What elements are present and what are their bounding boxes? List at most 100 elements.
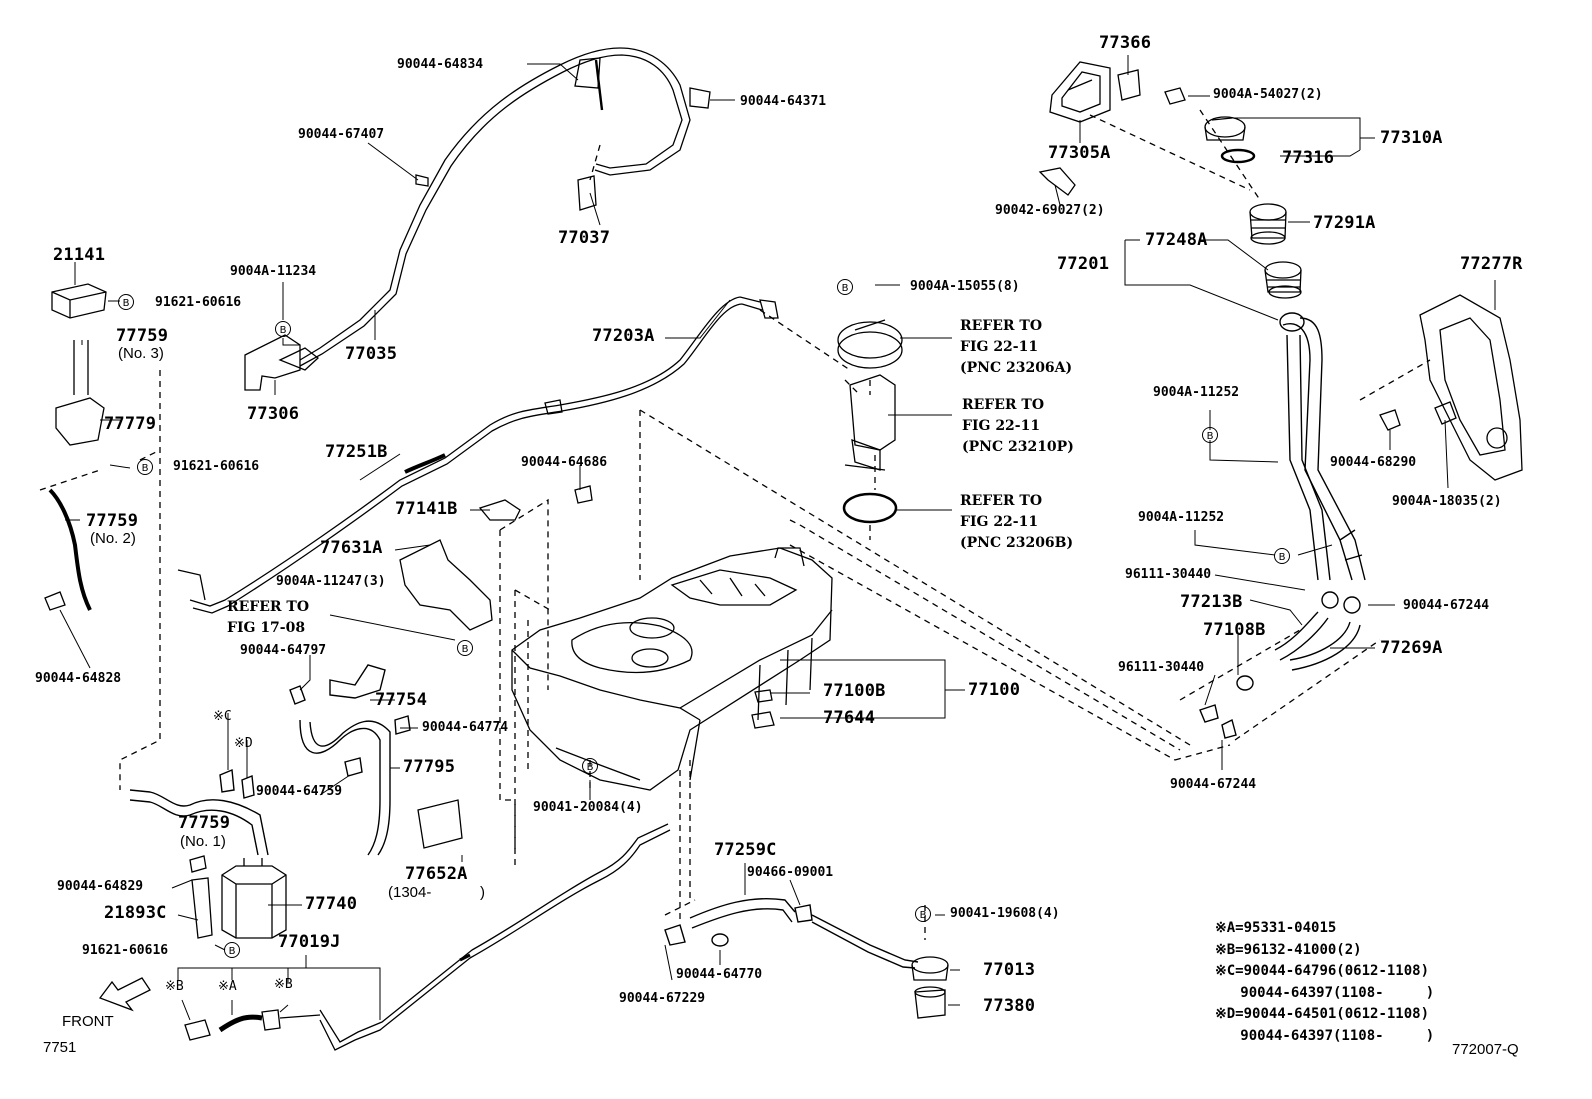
fuel-line-77019j bbox=[184, 823, 671, 1051]
part-label: 90044-64828 bbox=[35, 671, 122, 686]
fuel-line-77251b-77203a bbox=[177, 296, 779, 614]
part-label: 90466-09001 bbox=[747, 865, 834, 880]
part-label: 77652A bbox=[405, 864, 468, 884]
part-label: 77305A bbox=[1048, 143, 1111, 163]
circle-b: B bbox=[587, 762, 594, 773]
mark-b: ※B bbox=[165, 979, 184, 994]
fuel-lid-77305a bbox=[1038, 61, 1186, 196]
fuel-tank-77100 bbox=[511, 547, 833, 791]
fuel-line-77035 bbox=[299, 47, 711, 367]
part-label: 77100B bbox=[823, 681, 886, 701]
part-label: 77759 bbox=[178, 813, 231, 833]
part-label: 9004A-11234 bbox=[230, 264, 317, 279]
part-label: 77631A bbox=[320, 538, 383, 558]
mark-a: ※A bbox=[218, 979, 237, 994]
part-label: 90044-64834 bbox=[397, 57, 484, 72]
circle-b: B bbox=[280, 325, 287, 336]
part-label: (No. 2) bbox=[90, 530, 136, 547]
part-label: 21141 bbox=[53, 245, 106, 265]
circle-b: B bbox=[123, 298, 130, 309]
refer-note: REFER TO FIG 22-11 (PNC 23206A) bbox=[960, 318, 1073, 376]
front-arrow bbox=[98, 977, 151, 1012]
part-label: 77316 bbox=[1282, 148, 1335, 168]
refer-note: REFER TO FIG 17-08 bbox=[227, 599, 310, 636]
projection-lines bbox=[39, 109, 1431, 940]
circle-b: B bbox=[229, 946, 236, 957]
vent-valve-21141 bbox=[44, 283, 107, 611]
part-label: (No. 3) bbox=[118, 345, 164, 362]
part-label: 90044-64770 bbox=[676, 967, 763, 982]
protector-77277r bbox=[1379, 294, 1523, 481]
part-label: 91621-60616 bbox=[173, 459, 260, 474]
part-label: 77201 bbox=[1057, 254, 1110, 274]
part-label: 77019J bbox=[278, 932, 341, 952]
part-label: 77759 bbox=[86, 511, 139, 531]
diagram-id: 772007-Q bbox=[1452, 1041, 1519, 1058]
part-label: 90044-67407 bbox=[298, 127, 385, 142]
part-label: 90044-68290 bbox=[1330, 455, 1417, 470]
part-label: 90041-19608(4) bbox=[950, 906, 1060, 921]
part-label: 77754 bbox=[375, 690, 428, 710]
part-label: (1304- bbox=[388, 884, 432, 901]
hose-77259c bbox=[664, 898, 919, 969]
cover-77652a bbox=[417, 799, 463, 849]
part-label: ) bbox=[480, 884, 485, 901]
mark-b: ※B bbox=[274, 977, 293, 992]
part-label: 77306 bbox=[247, 404, 300, 424]
mark-c: ※C bbox=[213, 709, 232, 724]
part-label: 77380 bbox=[983, 996, 1036, 1016]
part-label: 77779 bbox=[104, 414, 157, 434]
pump-77013-77380 bbox=[751, 689, 949, 1019]
circle-b: B bbox=[142, 463, 149, 474]
part-label: 21893C bbox=[104, 903, 167, 923]
part-label: 90041-20084(4) bbox=[533, 800, 643, 815]
part-label: 77013 bbox=[983, 960, 1036, 980]
part-label: 91621-60616 bbox=[82, 943, 169, 958]
part-label: 90044-64774 bbox=[422, 720, 509, 735]
mark-d: ※D bbox=[234, 736, 253, 751]
bracket-77631a bbox=[399, 539, 493, 631]
part-label: 77277R bbox=[1460, 254, 1523, 274]
part-label: 90044-67244 bbox=[1403, 598, 1490, 613]
canister-77740 bbox=[189, 855, 287, 939]
part-label: 77100 bbox=[968, 680, 1021, 700]
filler-pipe-77201 bbox=[1279, 312, 1366, 581]
part-label: 90044-64759 bbox=[256, 784, 343, 799]
part-label: 9004A-15055(8) bbox=[910, 279, 1020, 294]
part-label: 77291A bbox=[1313, 213, 1376, 233]
part-label: 90044-64686 bbox=[521, 455, 608, 470]
circle-b: B bbox=[920, 910, 927, 921]
part-label: 77269A bbox=[1380, 638, 1443, 658]
part-label: 77037 bbox=[558, 228, 611, 248]
part-label: 77644 bbox=[823, 708, 876, 728]
bracket-77141b bbox=[478, 485, 593, 521]
filler-neck-boot bbox=[1249, 203, 1302, 299]
part-label: 96111-30440 bbox=[1125, 567, 1212, 582]
fuel-pump-assembly bbox=[837, 319, 903, 524]
part-label: 77366 bbox=[1099, 33, 1152, 53]
part-label: 77740 bbox=[305, 894, 358, 914]
fuel-cap-77310a bbox=[1204, 116, 1256, 164]
part-label: 90044-64829 bbox=[57, 879, 144, 894]
legend-notes: ※A=95331-04015 ※B=96132-41000(2) ※C=9004… bbox=[1215, 920, 1435, 1044]
part-label: 77248A bbox=[1145, 230, 1208, 250]
part-label: 9004A-11252 bbox=[1153, 385, 1240, 400]
part-label: 77795 bbox=[403, 757, 456, 777]
part-label: 90044-67244 bbox=[1170, 777, 1257, 792]
part-label: 9004A-54027(2) bbox=[1213, 87, 1323, 102]
bracket-77306 bbox=[244, 334, 320, 391]
part-label: 90044-64797 bbox=[240, 643, 327, 658]
part-label: 77141B bbox=[395, 499, 458, 519]
circle-b: B bbox=[462, 644, 469, 655]
front-label: FRONT bbox=[62, 1013, 114, 1030]
circle-b-letters: B B B B B B B B B B bbox=[123, 283, 1286, 957]
part-label: (No. 1) bbox=[180, 833, 226, 850]
part-label: 77108B bbox=[1203, 620, 1266, 640]
part-label: 91621-60616 bbox=[155, 295, 242, 310]
hose-77754-77795 bbox=[289, 664, 411, 856]
leader-lines bbox=[59, 55, 1496, 1021]
part-label: 77259C bbox=[714, 840, 777, 860]
breather-hoses bbox=[1199, 591, 1361, 739]
part-label: 77213B bbox=[1180, 592, 1243, 612]
refer-note: REFER TO FIG 22-11 (PNC 23210P) bbox=[962, 397, 1074, 455]
